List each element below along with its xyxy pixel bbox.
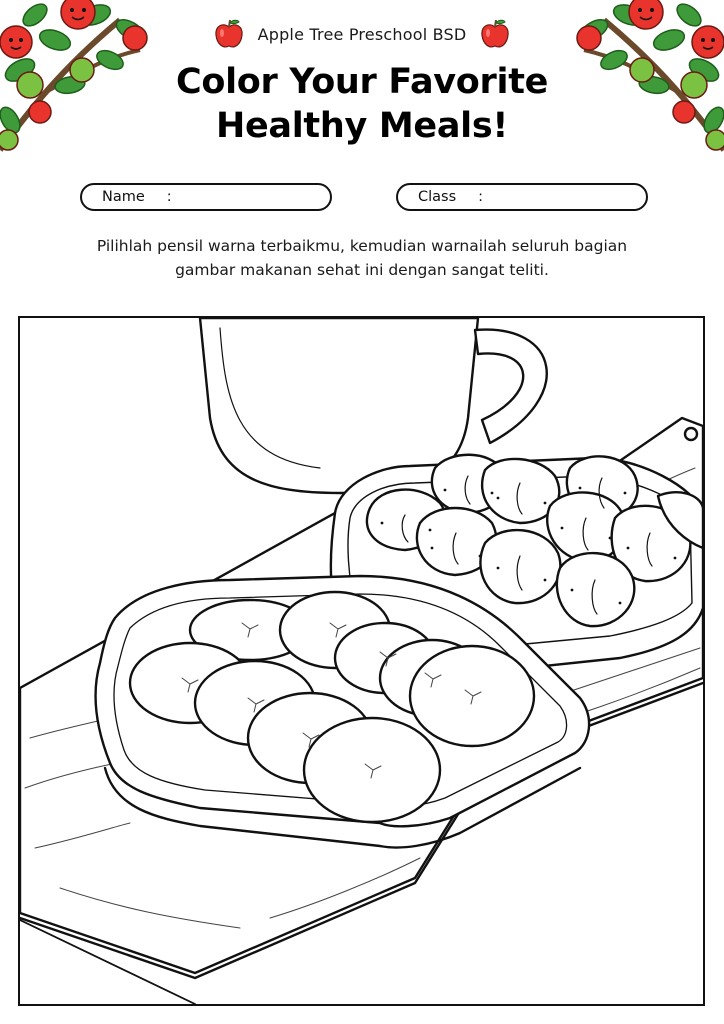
instructions-line-1: Pilihlah pensil warna terbaikmu, kemudia… [96, 237, 628, 255]
worksheet-header: Apple Tree Preschool BSD Color Your Favo… [0, 16, 724, 148]
apple-tree-corner-right [576, 0, 724, 152]
apple-tree-corner-left [0, 0, 148, 152]
coloring-picture-frame [18, 316, 705, 1006]
class-label: Class [418, 189, 457, 205]
page-title: Color Your Favorite Healthy Meals! [0, 60, 724, 148]
mug-illustration [198, 318, 548, 495]
class-separator: : [478, 189, 484, 205]
coloring-illustration[interactable] [20, 318, 703, 1004]
apple-icon [214, 19, 243, 48]
instructions-line-2: gambar makanan sehat ini dengan sangat t… [175, 261, 549, 279]
name-separator: : [166, 189, 172, 205]
class-input[interactable] [491, 186, 670, 208]
student-fields: Name : Class : [80, 183, 670, 211]
instructions: Pilihlah pensil warna terbaikmu, kemudia… [40, 234, 684, 282]
name-field[interactable]: Name : [80, 183, 358, 211]
school-name: Apple Tree Preschool BSD [257, 24, 467, 44]
title-line-2: Healthy Meals! [215, 106, 509, 146]
school-row: Apple Tree Preschool BSD [0, 16, 724, 52]
banana-toast-illustration [94, 574, 591, 849]
class-field[interactable]: Class : [396, 183, 670, 211]
name-input[interactable] [179, 186, 358, 208]
apple-icon [481, 19, 510, 48]
name-label: Name [102, 189, 145, 205]
title-line-1: Color Your Favorite [175, 62, 549, 102]
